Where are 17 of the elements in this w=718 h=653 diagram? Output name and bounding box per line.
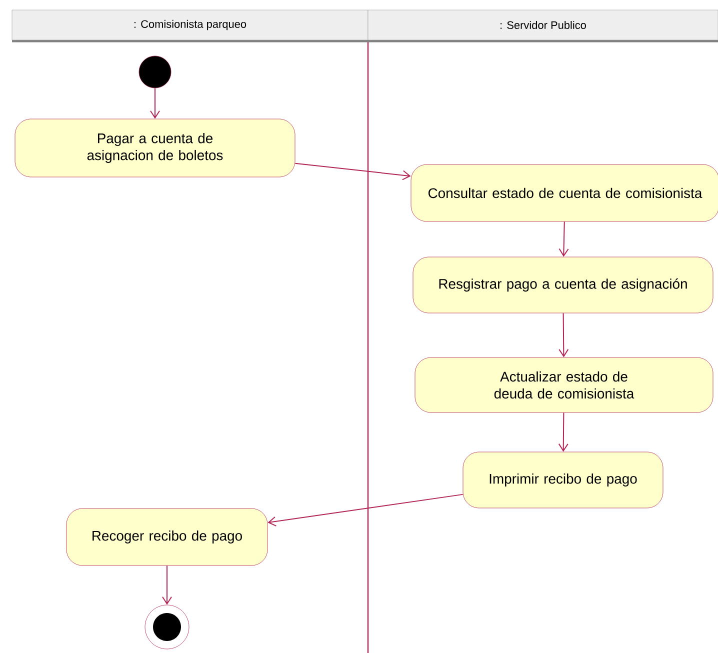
arrow	[558, 412, 568, 452]
arrow	[162, 565, 172, 605]
action-box: Resgistrar pago a cuenta de asignación	[412, 256, 714, 314]
arrow	[558, 312, 569, 358]
arrow	[268, 494, 464, 526]
action-box: Actualizar estado de deuda de comisionista	[414, 357, 714, 413]
lane-header: : Servidor Publico	[368, 10, 718, 40]
end-node	[144, 604, 190, 650]
arrow	[558, 221, 569, 257]
start-node	[138, 56, 172, 88]
arrow	[150, 88, 160, 119]
action-box: Recoger recibo de pago	[66, 508, 268, 566]
arrow	[294, 162, 411, 180]
action-box: Imprimir recibo de pago	[462, 452, 664, 508]
action-box: Pagar a cuenta de asignacion de boletos	[14, 118, 296, 178]
lane-header: : Comisionista parqueo	[12, 10, 368, 40]
action-box: Consultar estado de cuenta de comisionista	[410, 164, 718, 222]
